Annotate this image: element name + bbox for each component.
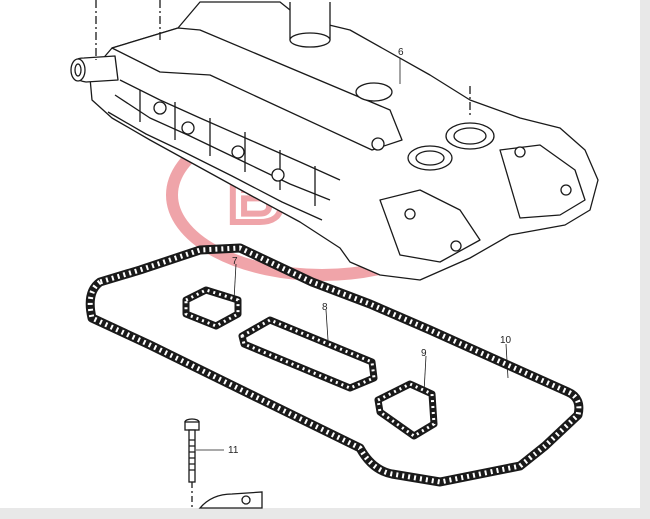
inner-gasket-middle <box>238 316 378 392</box>
cylinder-head-fragment <box>198 491 263 509</box>
callout-7: 7 <box>232 256 238 267</box>
callout-10: 10 <box>500 335 512 346</box>
leader-lines <box>196 58 509 451</box>
callout-9: 9 <box>421 348 427 359</box>
outer-gasket <box>85 243 584 487</box>
right-frame-edge <box>640 0 650 519</box>
valve-cover <box>70 0 599 281</box>
bolt <box>184 418 200 508</box>
inner-gasket-right <box>374 380 438 440</box>
bottom-frame-edge <box>0 508 650 519</box>
callout-6: 6 <box>398 47 404 58</box>
callout-8: 8 <box>322 302 328 313</box>
cover-logo-plate <box>355 82 393 102</box>
callout-11: 11 <box>228 445 239 456</box>
inner-gasket-left <box>182 286 242 330</box>
